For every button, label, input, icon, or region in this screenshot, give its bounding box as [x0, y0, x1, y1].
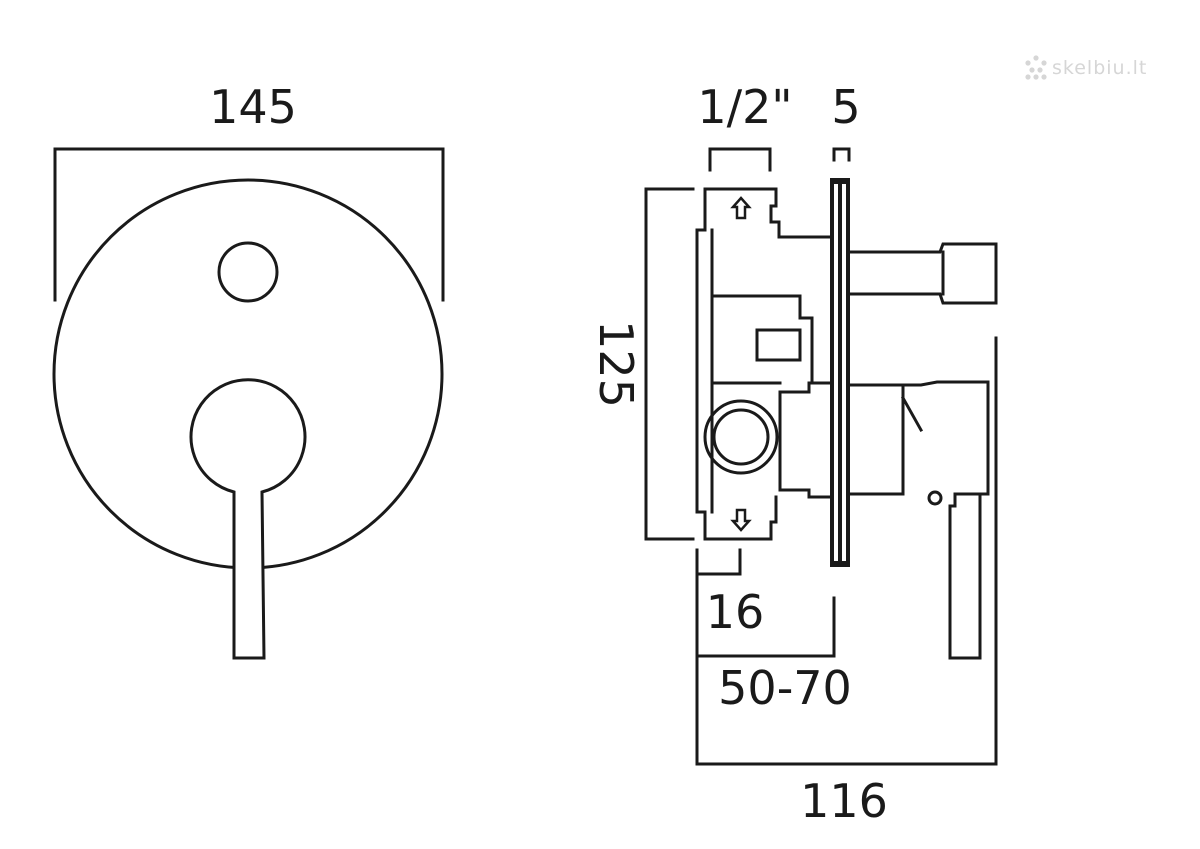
dots-logo-icon	[1025, 55, 1047, 80]
thread-dimension-line	[708, 147, 772, 172]
inlet-offset-dimension-line	[695, 548, 742, 576]
lever-pivot	[927, 490, 943, 506]
install-depth-label: 50-70	[718, 661, 852, 715]
diverter-knob-side	[848, 242, 998, 305]
width-label: 145	[209, 80, 297, 134]
plate-thickness-label: 5	[831, 80, 860, 134]
cartridge-block	[710, 294, 814, 385]
total-depth-label: 116	[800, 774, 888, 828]
height-dimension-line	[644, 187, 695, 541]
lever-body-side	[901, 380, 990, 496]
install-depth-dimension-line	[695, 572, 836, 658]
side-view: 1/2" 5 125	[589, 80, 998, 828]
lever-hub-side	[848, 383, 905, 496]
inlet-offset-label: 16	[706, 585, 765, 639]
front-view: 145	[52, 80, 445, 660]
width-dimension-line	[53, 147, 445, 302]
diverter-knob	[217, 241, 279, 303]
inlet-fitting-inner	[712, 408, 770, 466]
total-depth-dimension-line	[695, 336, 998, 766]
up-arrow-icon	[730, 196, 752, 220]
valve-back-edge	[695, 187, 707, 541]
height-label: 125	[589, 320, 643, 408]
inlet-fitting-outer	[703, 399, 779, 475]
watermark: skelbiu.lt	[1025, 55, 1147, 80]
watermark-text: skelbiu.lt	[1052, 57, 1147, 79]
valve-body-outline	[703, 187, 835, 541]
lever-stem-side	[948, 492, 982, 660]
thread-label: 1/2"	[697, 80, 792, 134]
lever-bevel-side	[900, 395, 924, 433]
wall-plate-core	[838, 184, 842, 561]
plate-dimension-line	[832, 147, 851, 162]
down-arrow-icon	[730, 508, 752, 532]
cartridge-slot	[755, 328, 802, 362]
lever-handle	[189, 378, 307, 660]
